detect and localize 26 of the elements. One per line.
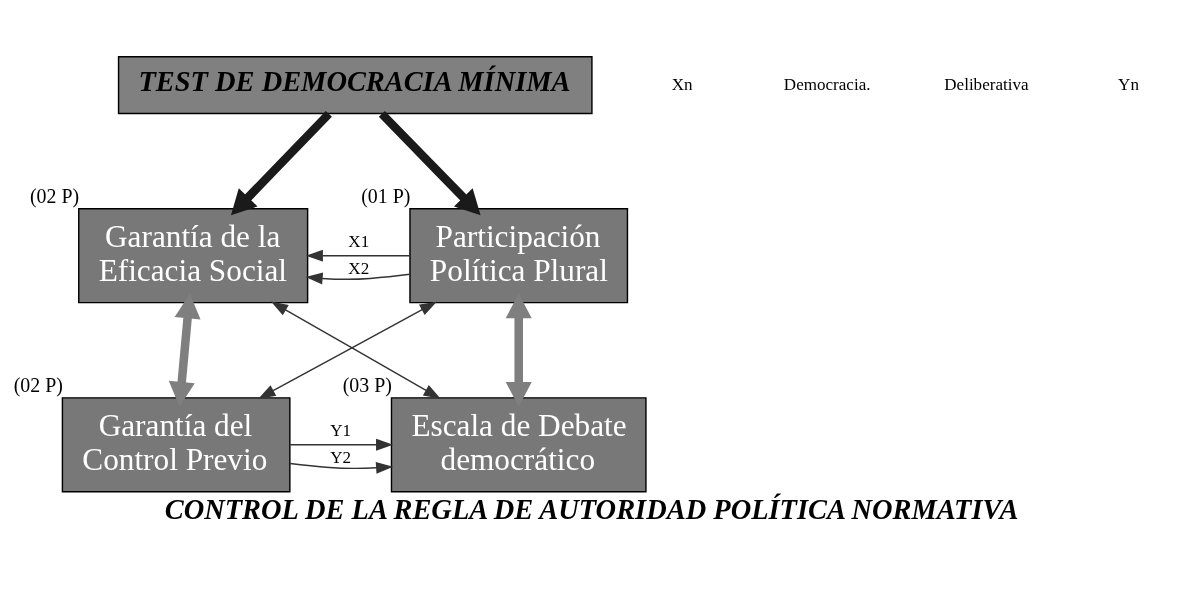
arrow [378,110,481,216]
arrow [305,249,411,262]
arrow [168,293,201,407]
edge-label: X2 [348,258,370,278]
arrow [230,110,332,216]
arrow [289,438,394,451]
node-box: Garantía de la Eficacia Social [78,208,309,304]
node-label: (02 P) [13,374,63,397]
arrow [305,272,411,285]
edge-label: Y2 [330,447,352,467]
node-box: Participación Política Plural [409,208,629,304]
node-box: Escala de Debate democrático [390,397,647,493]
arrow [289,461,394,474]
edge-label: Y1 [330,420,352,440]
label: Democracia. [783,74,871,94]
node-box: TEST DE DEMOCRACIA MÍNIMA [117,56,593,115]
label: Deliberativa [944,74,1029,94]
arrow [505,293,532,407]
label: Yn [1118,74,1139,94]
caption: CONTROL DE LA REGLA DE AUTORIDAD POLÍTICA NORMATIVA [164,493,1019,525]
label: Xn [671,74,693,94]
node-label: (03 P) [342,374,392,397]
node-label: (02 P) [30,185,80,208]
node-box: Garantía del Control Previo [61,397,291,493]
edge-label: X1 [348,231,370,251]
node-label: (01 P) [361,185,411,208]
